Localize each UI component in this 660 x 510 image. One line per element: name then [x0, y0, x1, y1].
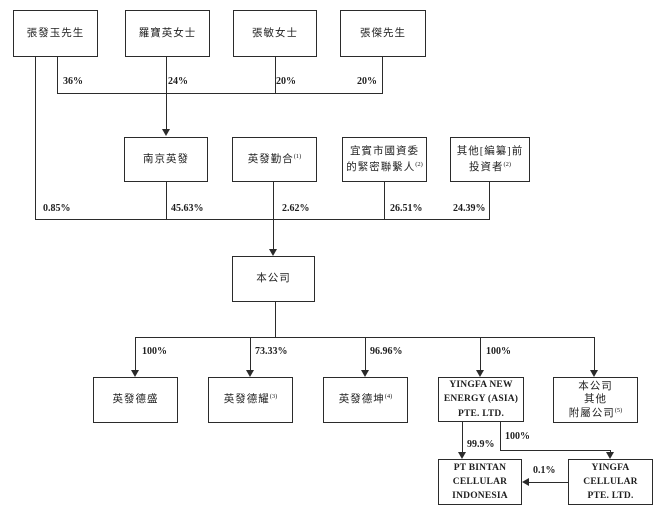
- node-zhang-fayu: 張發玉先生: [13, 10, 98, 57]
- ownership-pct: 24%: [168, 76, 188, 87]
- ownership-pct: 2.62%: [282, 203, 310, 214]
- node-label: 其他: [584, 394, 607, 406]
- ownership-pct: 45.63%: [171, 203, 204, 214]
- node-nanjing-yingfa: 南京英發: [124, 137, 208, 182]
- node-pt-bintan-cellular: PT BINTAN CELLULAR INDONESIA: [438, 459, 522, 505]
- node-label: 張發玉先生: [26, 27, 85, 39]
- connector-line: [594, 337, 595, 370]
- node-label: PT BINTAN: [453, 462, 507, 473]
- arrowhead-down-icon: [606, 452, 614, 459]
- node-label: YINGFA NEW: [449, 380, 513, 391]
- ownership-pct: 100%: [486, 346, 511, 357]
- node-luo-baoying: 羅寶英女士: [125, 10, 210, 57]
- node-other-subsidiaries: 本公司 其他 附屬公司(5): [553, 377, 638, 423]
- node-label: 南京英發: [143, 153, 189, 165]
- node-label: CELLULAR: [583, 476, 638, 487]
- ownership-pct: 36%: [63, 76, 83, 87]
- connector-line: [275, 302, 276, 337]
- arrowhead-down-icon: [269, 249, 277, 256]
- footnote-marker: (1): [293, 152, 302, 160]
- arrowhead-down-icon: [476, 370, 484, 377]
- node-label: 其他[編纂]前: [456, 146, 524, 158]
- node-label: 附屬公司(5): [568, 406, 623, 419]
- node-yingfa-cellular: YINGFA CELLULAR PTE. LTD.: [568, 459, 653, 505]
- ownership-pct: 100%: [142, 346, 167, 357]
- node-zhang-min: 張敏女士: [233, 10, 317, 57]
- connector-line: [489, 182, 490, 219]
- node-label: 的緊密聯繫人(2): [346, 160, 423, 173]
- arrowhead-left-icon: [522, 478, 529, 486]
- node-yingfa-dekun: 英發德坤(4): [323, 377, 408, 423]
- connector-line: [462, 422, 463, 452]
- node-label: 張敏女士: [252, 27, 298, 39]
- arrowhead-down-icon: [458, 452, 466, 459]
- connector-line: [35, 56, 36, 219]
- node-label: 羅寶英女士: [138, 27, 197, 39]
- node-zhang-jie: 張傑先生: [340, 10, 426, 57]
- node-label: CELLULAR: [452, 476, 508, 487]
- node-label: 投資者(2): [468, 160, 512, 173]
- ownership-pct: 24.39%: [453, 203, 486, 214]
- footnote-marker: (5): [614, 406, 623, 414]
- node-label: 本公司: [256, 273, 291, 285]
- connector-bus: [57, 93, 383, 94]
- connector-line: [57, 56, 58, 93]
- connector-line: [250, 337, 251, 370]
- node-label: 英發德坤(4): [338, 393, 393, 406]
- connector-line: [382, 56, 383, 93]
- connector-line: [610, 450, 611, 452]
- connector-line: [500, 450, 610, 451]
- node-label: 英發德盛: [112, 394, 159, 406]
- node-label: INDONESIA: [452, 491, 508, 502]
- ownership-pct: 20%: [276, 76, 296, 87]
- arrowhead-down-icon: [162, 129, 170, 136]
- footnote-marker: (2): [415, 160, 423, 168]
- connector-line: [275, 56, 276, 93]
- node-label: 宜賓市國資委: [350, 146, 419, 158]
- arrowhead-down-icon: [590, 370, 598, 377]
- node-label: 英發勤合(1): [247, 152, 302, 165]
- arrowhead-down-icon: [246, 370, 254, 377]
- node-label: YINGFA: [591, 462, 630, 473]
- connector-line: [166, 182, 167, 219]
- footnote-marker: (2): [503, 160, 512, 168]
- connector-line: [500, 422, 501, 450]
- connector-line: [529, 482, 568, 483]
- ownership-pct: 20%: [357, 76, 377, 87]
- ownership-pct: 0.1%: [533, 465, 556, 476]
- node-yingfa-deyao: 英發德耀(3): [208, 377, 293, 423]
- node-label: 張傑先生: [360, 27, 406, 39]
- node-the-company: 本公司: [232, 256, 315, 302]
- connector-line: [365, 337, 366, 370]
- node-yingfa-new-energy-asia: YINGFA NEW ENERGY (ASIA) PTE. LTD.: [438, 377, 524, 422]
- ownership-pct: 26.51%: [390, 203, 423, 214]
- arrowhead-down-icon: [131, 370, 139, 377]
- ownership-pct: 99.9%: [467, 439, 495, 450]
- ownership-pct: 100%: [505, 431, 530, 442]
- node-label: PTE. LTD.: [457, 408, 505, 419]
- node-label: 本公司: [578, 380, 613, 392]
- ownership-pct: 0.85%: [43, 203, 71, 214]
- arrowhead-down-icon: [361, 370, 369, 377]
- connector-line: [166, 56, 167, 129]
- node-yingfa-desheng: 英發德盛: [93, 377, 178, 423]
- connector-line: [135, 337, 136, 370]
- connector-line: [480, 337, 481, 370]
- connector-line: [273, 182, 274, 249]
- node-yibin-sasac-associates: 宜賓市國資委 的緊密聯繫人(2): [342, 137, 427, 182]
- connector-line: [384, 182, 385, 219]
- node-label: ENERGY (ASIA): [443, 394, 519, 405]
- node-yingfa-qinhe: 英發勤合(1): [232, 137, 317, 182]
- footnote-marker: (3): [269, 393, 278, 401]
- node-label: PTE. LTD.: [587, 491, 634, 502]
- footnote-marker: (4): [384, 393, 393, 401]
- ownership-pct: 73.33%: [255, 346, 288, 357]
- ownership-pct: 96.96%: [370, 346, 403, 357]
- connector-bus: [35, 219, 490, 220]
- node-label: 英發德耀(3): [223, 393, 278, 406]
- node-other-pre-investors: 其他[編纂]前 投資者(2): [450, 137, 530, 182]
